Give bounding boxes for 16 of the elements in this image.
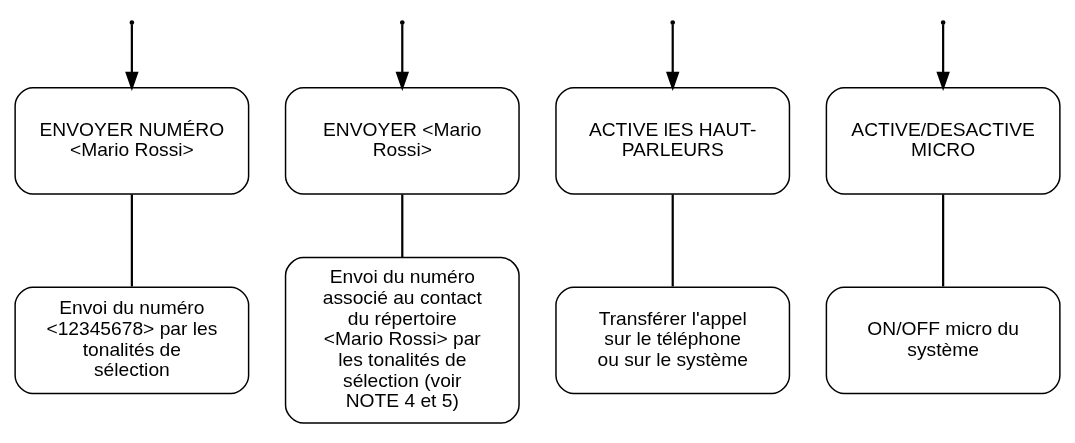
connector	[401, 193, 404, 258]
connector	[671, 193, 674, 286]
node-box: ENVOYER <Mario Rossi>	[284, 86, 520, 195]
node-box: Envoi du numéro associé au contact du répertoire <Mario Rossi> par les tonalités de sélection (voir NOTE 4 et 5)	[284, 256, 520, 424]
connector	[130, 193, 133, 286]
arrow	[936, 23, 950, 91]
node-box: Envoi du numéro <12345678> par les tonalités de sélection	[14, 285, 250, 394]
node-box: ACTIVE lES HAUT-PARLEURS	[555, 86, 791, 195]
arrow	[395, 23, 410, 91]
connector	[942, 193, 945, 286]
node-box: ACTIVE/DESACTIVE MICRO	[825, 86, 1061, 195]
arrow	[125, 23, 139, 91]
node-box: Transférer l'appel sur le téléphone ou sur le système	[555, 285, 791, 394]
node-box: ENVOYER NUMÉRO <Mario Rossi>	[14, 86, 250, 195]
node-box: ON/OFF micro du système	[825, 285, 1061, 394]
arrow	[665, 23, 680, 91]
